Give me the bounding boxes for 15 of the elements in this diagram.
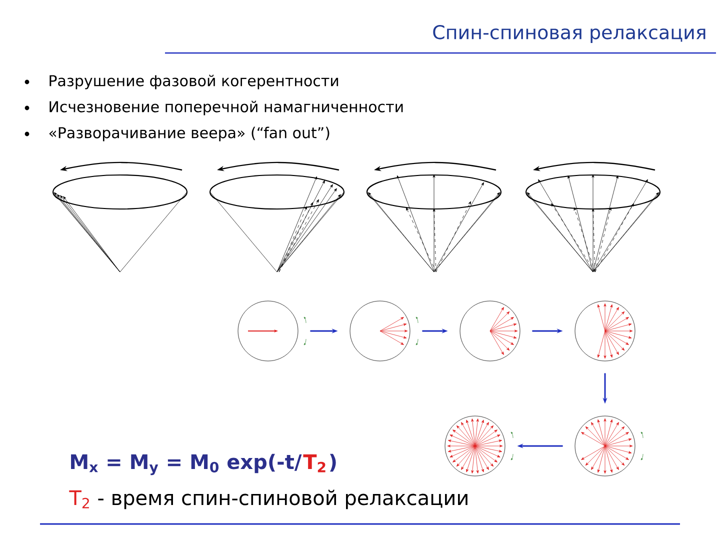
definition-text: - время спин-спиновой релаксации <box>98 490 468 510</box>
bullet-text: «Разворачивание веера» (“fan out”) <box>49 126 330 142</box>
bullet-text: Исчезновение поперечной намагниченности <box>50 100 403 116</box>
bullet-text: Разрушение фазовой когерентности <box>50 74 338 90</box>
spin-circle <box>444 416 514 476</box>
spin-circle <box>460 300 520 362</box>
spin-circle <box>350 300 418 362</box>
formula-text: ) <box>330 454 336 472</box>
symbol: T$_{2}$ <box>69 490 89 508</box>
spin-circle <box>238 300 306 362</box>
slide-title: Спин-спиновая релаксация <box>433 24 706 44</box>
spin-circle <box>574 300 636 362</box>
formula-text: M$_{x}$ = M$_{y}$ = M$_{0}$ exp(-t/ <box>71 454 302 476</box>
formula-symbol: T$_{2}$ <box>303 454 326 472</box>
spin-circle <box>574 416 644 476</box>
